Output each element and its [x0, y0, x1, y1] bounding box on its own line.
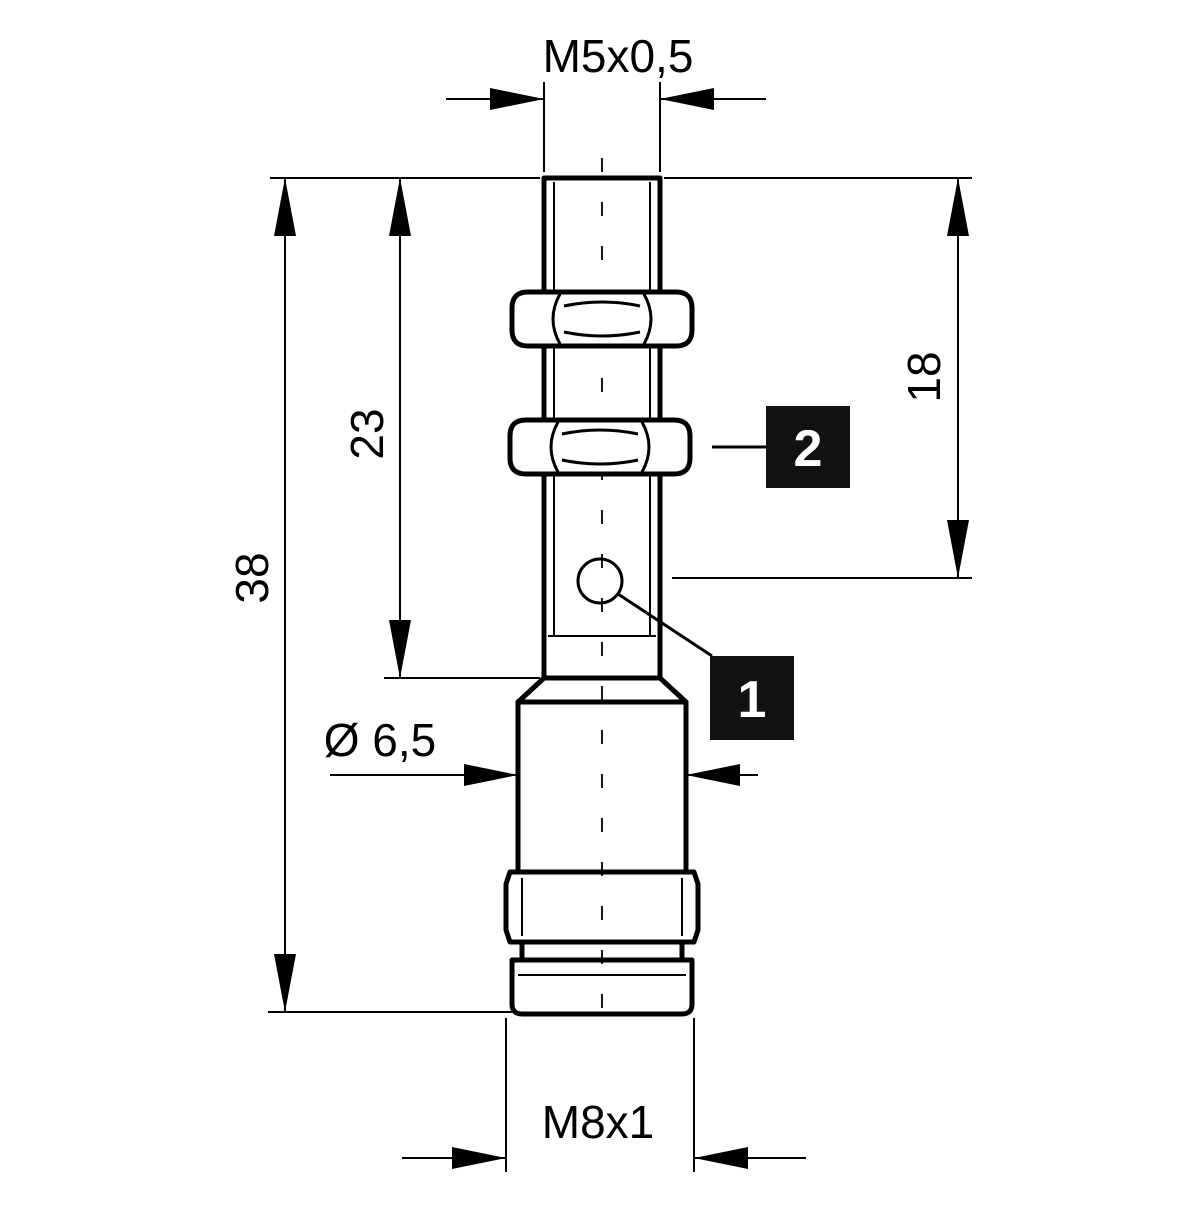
nut-lower-outline [507, 417, 693, 477]
sensing-height-label: 18 [898, 351, 950, 402]
callout-2-label: 2 [794, 420, 823, 478]
dimension-thread-top: M5x0,5 [446, 30, 766, 172]
nut-lower-facet-left [549, 421, 560, 473]
led-indicator [576, 557, 624, 605]
callout-1-label: 1 [738, 671, 767, 729]
nut-upper [509, 289, 695, 349]
arrowhead-right [660, 88, 714, 110]
nut-upper-chamfer-top [563, 300, 641, 308]
arrowhead-left [490, 88, 544, 110]
nut-lower-chamfer-bottom [561, 458, 639, 466]
arrowhead-left [464, 764, 518, 786]
nut-upper-facet-left [551, 293, 562, 345]
arrowhead-bottom [389, 620, 411, 678]
dimension-sensing-height: 18 [664, 177, 972, 579]
arrowhead-right [686, 764, 740, 786]
nut-lower [507, 417, 693, 477]
arrowhead-top [389, 178, 411, 236]
thread-bottom-label: M8x1 [542, 1096, 654, 1148]
callout-box [710, 656, 794, 740]
arrowhead-left [452, 1147, 506, 1169]
nut-lower-facet-right [640, 421, 651, 473]
dimension-thread-bottom: M8x1 [402, 1018, 806, 1172]
arrowhead-bottom [274, 954, 296, 1012]
leader-line [617, 592, 713, 658]
connector-tip [509, 957, 695, 1017]
dimension-total-length: 38 [226, 177, 540, 1013]
arrowhead-right [694, 1147, 748, 1169]
diameter-label: Ø 6,5 [324, 714, 437, 766]
nut-upper-facet-right [642, 293, 653, 345]
callout-box [766, 406, 850, 488]
arrowhead-top [947, 178, 969, 236]
thread-top-label: M5x0,5 [543, 30, 694, 82]
callout-2: 2 [712, 406, 850, 488]
nut-upper-chamfer-bottom [563, 330, 641, 338]
total-length-label: 38 [226, 552, 278, 603]
callout-1: 1 [617, 592, 794, 740]
sensor-body [503, 158, 701, 1020]
thread-length-label: 23 [341, 408, 393, 459]
dimension-thread-length: 23 [341, 178, 540, 679]
arrowhead-bottom [947, 520, 969, 578]
nut-upper-outline [509, 289, 695, 349]
dimension-diameter: Ø 6,5 [324, 714, 758, 786]
nut-lower-chamfer-top [561, 428, 639, 436]
arrowhead-top [274, 178, 296, 236]
